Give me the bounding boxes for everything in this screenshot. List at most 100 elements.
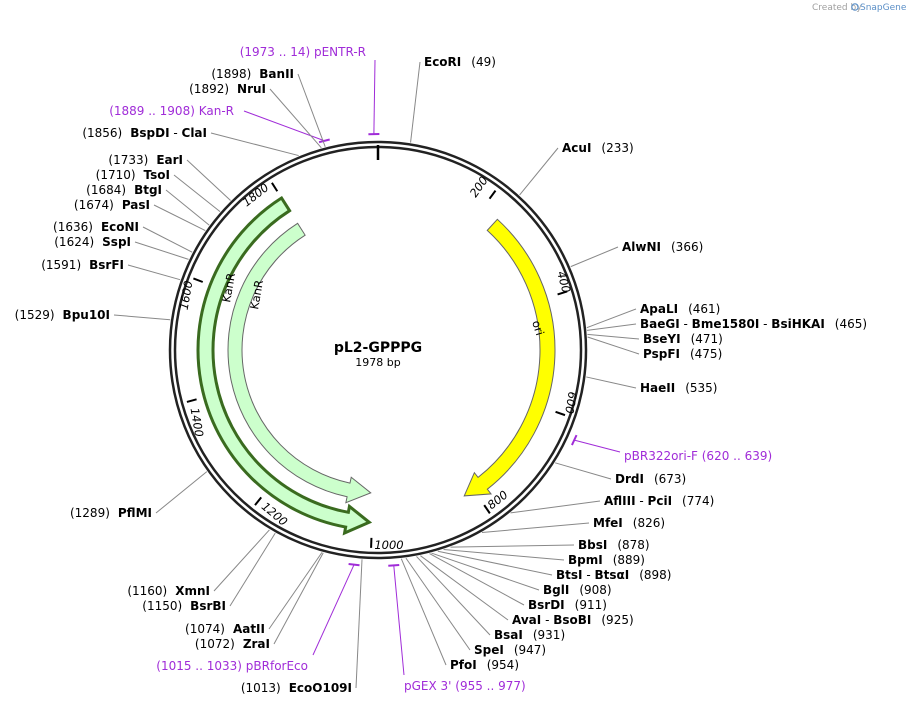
- enzyme-xmni-label[interactable]: (1160)XmnI: [127, 584, 210, 598]
- enzyme-xmni-leader: [213, 529, 270, 592]
- primer-pbr322ori-f-bar[interactable]: [571, 434, 578, 446]
- enzyme-mfei-label[interactable]: MfeI(826): [593, 516, 665, 530]
- enzyme-bsrfi-label[interactable]: (1591)BsrFI: [41, 258, 124, 272]
- enzyme-btsi-leader: [437, 550, 553, 576]
- backbone-outer-strand: [168, 140, 588, 560]
- enzyme-pspfi-leader: [587, 336, 640, 355]
- enzyme-zrai-label[interactable]: (1072)ZraI: [195, 637, 270, 651]
- enzyme-apali-label[interactable]: ApaLI(461): [640, 302, 720, 316]
- credit-brand: SnapGene: [860, 3, 907, 13]
- primer-pbr322ori-f-leader: [574, 439, 621, 453]
- feature-kanr-label: KanR: [247, 279, 266, 311]
- enzyme-banii-leader: [297, 73, 326, 147]
- primer-pgex-3-bar[interactable]: [388, 563, 400, 567]
- enzyme-pfoi-label[interactable]: PfoI(954): [450, 658, 519, 672]
- enzyme-btsi-label[interactable]: BtsI - BtsαI(898): [556, 568, 671, 582]
- primer-pentr-r-label[interactable]: (1973 .. 14) pENTR-R: [240, 45, 366, 59]
- enzyme-ecori-leader: [410, 61, 421, 143]
- feature-ori-arrow[interactable]: [463, 218, 556, 497]
- enzyme-acui-label[interactable]: AcuI(233): [562, 141, 634, 155]
- enzyme-ecoo109i-label[interactable]: (1013)EcoO109I: [241, 681, 352, 695]
- enzyme-eari-leader: [186, 159, 231, 201]
- tick-label: 1000: [374, 538, 403, 552]
- enzyme-haeii-label[interactable]: HaeII(535): [640, 381, 718, 395]
- enzyme-bgli-label[interactable]: BglI(908): [543, 583, 612, 597]
- enzyme-pasi-label[interactable]: (1674)PasI: [74, 198, 150, 212]
- enzyme-pasi-leader: [153, 204, 206, 231]
- enzyme-drdi-leader: [554, 462, 612, 480]
- tick-label: 600: [562, 391, 580, 415]
- enzyme-aatii-label[interactable]: (1074)AatII: [185, 622, 265, 636]
- enzyme-bsai-label[interactable]: BsaI(931): [494, 628, 565, 642]
- enzyme-econi-leader: [142, 226, 193, 253]
- enzyme-aatii-leader: [268, 552, 323, 630]
- enzyme-mfei-leader: [481, 522, 590, 533]
- primers: (1973 .. 14) pENTR-R (1889 .. 1908) Kan-R…: [109, 45, 772, 693]
- enzyme-bseyi-leader: [587, 333, 640, 340]
- tick-mark: [488, 190, 497, 200]
- enzyme-bpmi-leader: [443, 548, 565, 561]
- enzyme-alwni-label[interactable]: AlwNI(366): [622, 240, 703, 254]
- enzyme-econi-label[interactable]: (1636)EcoNI: [53, 220, 139, 234]
- enzyme-afliii-leader: [510, 500, 601, 514]
- credit-prefix: Created by: [812, 3, 862, 13]
- enzyme-pfoi-leader: [400, 558, 447, 666]
- enzyme-baegi-leader: [587, 323, 637, 331]
- enzyme-spei-label[interactable]: SpeI(947): [474, 643, 546, 657]
- tick-mark: [483, 504, 491, 514]
- tick-mark: [555, 410, 566, 417]
- tick-mark: [557, 290, 568, 296]
- enzyme-bbsi-label[interactable]: BbsI(878): [578, 538, 650, 552]
- enzyme-baegi-label[interactable]: BaeGI - Bme1580I - BsiHKAI(465): [640, 317, 867, 331]
- enzyme-bsrbi-leader: [229, 532, 276, 607]
- enzyme-bseyi-label[interactable]: BseYI(471): [643, 332, 723, 346]
- enzyme-avai-leader: [420, 555, 509, 621]
- primer-kan-r-label[interactable]: (1889 .. 1908) Kan-R: [109, 104, 234, 118]
- primer-pgex-3-leader: [393, 565, 405, 676]
- enzyme-tsoi-leader: [173, 174, 221, 213]
- enzyme-bsrdi-label[interactable]: BsrDI(911): [528, 598, 607, 612]
- tick-label: 1800: [240, 180, 272, 209]
- tick-mark: [193, 277, 204, 283]
- enzyme-bsrbi-label[interactable]: (1150)BsrBI: [142, 599, 226, 613]
- enzyme-bsrdi-leader: [429, 553, 525, 606]
- enzyme-bspdi-label[interactable]: (1856)BspDI - ClaI: [82, 126, 207, 140]
- enzyme-bsrfi-leader: [127, 264, 181, 281]
- feature-kanr-arrow-selected[interactable]: [196, 195, 373, 536]
- enzyme-bsai-leader: [416, 556, 491, 636]
- enzyme-alwni-leader: [570, 246, 619, 268]
- enzyme-bpmi-label[interactable]: BpmI(889): [568, 553, 645, 567]
- enzyme-eari-label[interactable]: (1733)EarI: [108, 153, 183, 167]
- feature-kanr-arrow[interactable]: [227, 222, 372, 504]
- tick-label: 1600: [177, 280, 196, 311]
- enzyme-ecoo109i-leader: [355, 559, 363, 689]
- enzyme-bspdi-leader: [210, 132, 299, 157]
- enzyme-bpu10i-leader: [113, 314, 171, 321]
- enzyme-btgi-label[interactable]: (1684)BtgI: [86, 183, 162, 197]
- primer-pbrforeco-bar[interactable]: [348, 562, 360, 567]
- primer-pbr322ori-f-label[interactable]: pBR322ori-F (620 .. 639): [624, 449, 772, 463]
- tick-mark: [254, 496, 263, 506]
- primer-pbrforeco-label[interactable]: (1015 .. 1033) pBRforEco: [156, 659, 308, 673]
- enzyme-zrai-leader: [273, 552, 324, 645]
- enzyme-labels: EcoRI(49) AcuI(233) AlwNI(366) ApaLI(461)Ba…: [15, 55, 867, 695]
- primer-pgex-3-label[interactable]: pGEX 3' (955 .. 977): [404, 679, 526, 693]
- enzyme-bpu10i-label[interactable]: (1529)Bpu10I: [15, 308, 110, 322]
- enzyme-banii-label[interactable]: (1898)BanII: [211, 67, 294, 81]
- primer-kan-r-bar[interactable]: [318, 138, 330, 144]
- enzyme-haeii-leader: [586, 376, 637, 389]
- enzyme-spei-leader: [405, 557, 471, 651]
- enzyme-avai-label[interactable]: AvaI - BsoBI(925): [512, 613, 634, 627]
- feature-kanr-label: KanR: [219, 272, 238, 304]
- enzyme-drdi-label[interactable]: DrdI(673): [615, 472, 686, 486]
- enzyme-apali-leader: [586, 308, 637, 329]
- enzyme-pflmi-label[interactable]: (1289)PflMI: [70, 506, 152, 520]
- enzyme-nrui-label[interactable]: (1892)NruI: [189, 82, 266, 96]
- enzyme-afliii-label[interactable]: AflIII - PciI(774): [604, 494, 714, 508]
- enzyme-sspi-label[interactable]: (1624)SspI: [54, 235, 131, 249]
- enzyme-tsoi-label[interactable]: (1710)TsoI: [96, 168, 170, 182]
- enzyme-ecori-label[interactable]: EcoRI(49): [424, 55, 496, 69]
- enzyme-sspi-leader: [134, 241, 189, 260]
- enzyme-pspfi-label[interactable]: PspFI(475): [643, 347, 722, 361]
